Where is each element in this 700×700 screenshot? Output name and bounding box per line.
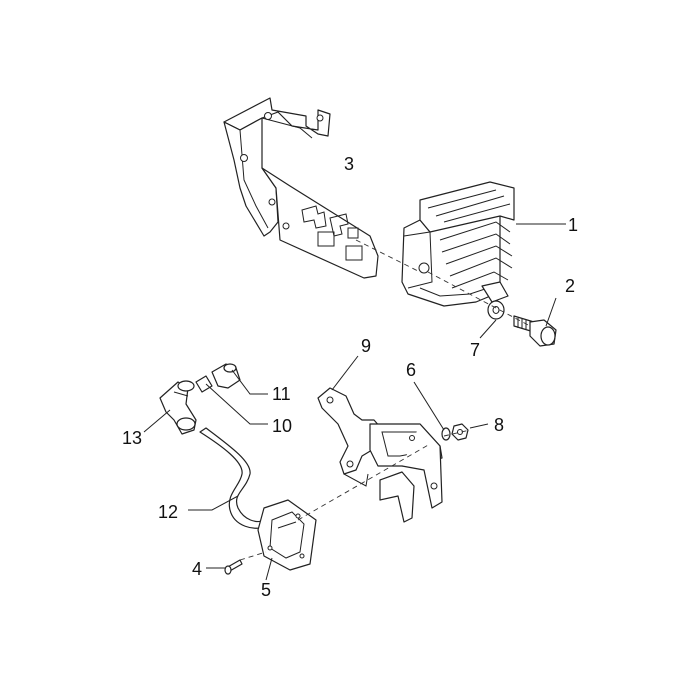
callout-9: 9 [361, 336, 371, 356]
sensor-housing-part [257, 499, 317, 571]
callout-8: 8 [494, 415, 504, 435]
lower-bracket-part [317, 387, 443, 523]
callout-7: 7 [470, 340, 480, 360]
callout-12: 12 [158, 502, 178, 522]
assembly-lines [239, 239, 531, 561]
callout-1: 1 [568, 215, 578, 235]
callout-11: 11 [272, 384, 291, 404]
hose-part [199, 427, 269, 529]
small-screw-part [224, 559, 243, 575]
callout-10: 10 [272, 416, 292, 436]
callout-3: 3 [344, 154, 354, 174]
lower-washer-part [441, 427, 451, 441]
mounting-bracket-part [223, 97, 379, 279]
callout-2: 2 [565, 276, 575, 296]
screw-part [513, 315, 557, 347]
callout-6: 6 [406, 360, 416, 380]
sleeve-part [195, 375, 213, 393]
callout-4: 4 [192, 559, 202, 579]
voltage-regulator-part [401, 181, 515, 307]
callout-labels: 1 2 3 4 5 6 7 8 9 10 11 12 13 [122, 154, 578, 600]
nut-part [451, 423, 469, 441]
callout-5: 5 [261, 580, 271, 600]
elbow-connector-part [159, 380, 197, 435]
washer-part [487, 300, 505, 320]
callout-13: 13 [122, 428, 142, 448]
leader-lines [143, 223, 566, 581]
cap-part [211, 363, 241, 389]
